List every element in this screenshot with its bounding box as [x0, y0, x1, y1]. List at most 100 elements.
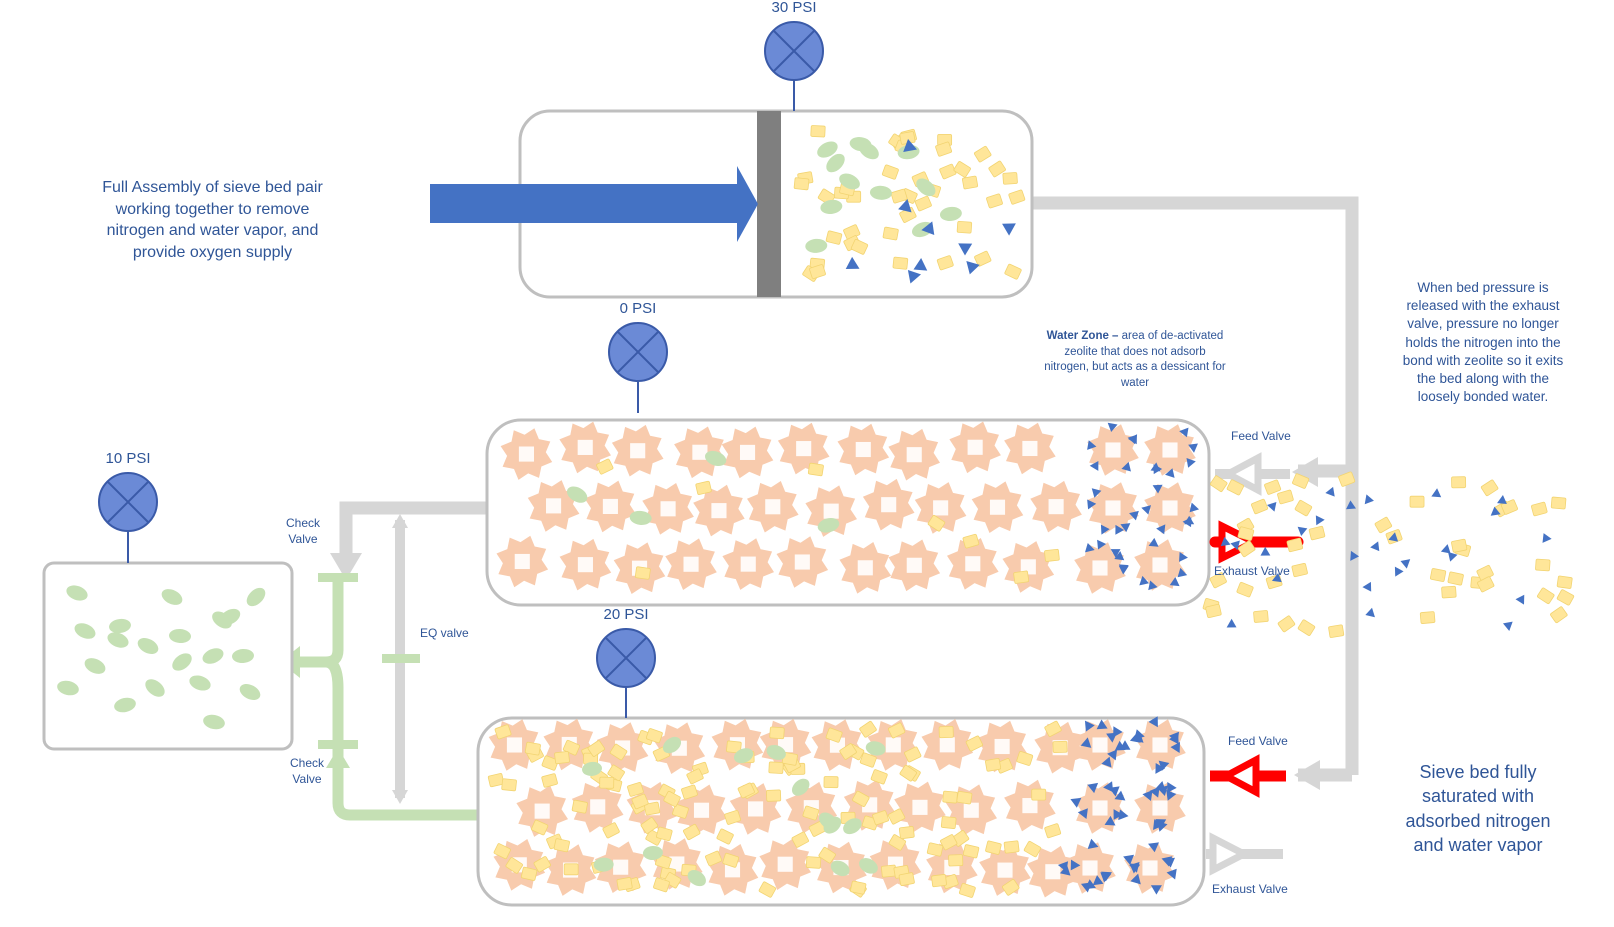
- water-molecule: [839, 743, 857, 760]
- nitrogen-molecule: [1113, 726, 1123, 738]
- oxygen-upper-pipe: [298, 578, 344, 668]
- nitrogen-molecule: [1365, 607, 1375, 618]
- zeolite-granule: [674, 426, 726, 479]
- nitrogen-molecule: [1156, 524, 1166, 535]
- nitrogen-molecule: [1148, 716, 1158, 728]
- zeolite-granule: [1030, 480, 1082, 533]
- water-molecule: [931, 874, 947, 888]
- zeolite-granule: [747, 481, 799, 533]
- nitrogen-molecule: [1118, 809, 1129, 821]
- exhaust-valve-bottom[interactable]: [1206, 832, 1283, 876]
- oxygen-molecule: [161, 589, 183, 605]
- water-molecule: [768, 761, 784, 774]
- nitrogen-molecule: [1220, 536, 1231, 547]
- pipe-arrow-feed-middle: [1292, 457, 1318, 487]
- zeolite-granule: [921, 719, 974, 771]
- nitrogen-molecule: [1087, 782, 1099, 794]
- water-molecule: [927, 514, 946, 532]
- oxygen-molecule: [566, 486, 588, 503]
- water-molecule: [505, 857, 523, 874]
- water-molecule: [974, 250, 992, 267]
- zeolite-pore: [794, 554, 810, 570]
- gauge-bottom-label: 20 PSI: [603, 606, 648, 623]
- zeolite-granule: [642, 483, 694, 535]
- zeolite-pore: [1045, 864, 1061, 880]
- oxygen-molecule: [593, 857, 614, 872]
- nitrogen-molecule: [1158, 760, 1170, 771]
- oxygen-molecule: [805, 238, 828, 253]
- gauge-oxygen: 10 PSI: [98, 450, 158, 563]
- nitrogen-molecule: [1121, 461, 1131, 472]
- zeolite-granule: [559, 538, 612, 591]
- oxygen-molecule: [84, 658, 106, 674]
- nitrogen-molecule: [1502, 621, 1513, 632]
- nitrogen-molecule: [1350, 550, 1360, 561]
- zeolite-granule: [559, 421, 611, 474]
- nitrogen-molecule: [1089, 461, 1099, 471]
- water-molecule: [986, 193, 1003, 209]
- water-molecule: [1409, 495, 1425, 508]
- eq-valve-bar: [382, 654, 420, 663]
- zeolite-granule: [914, 482, 967, 534]
- gauge-middle: 0 PSI: [608, 300, 668, 413]
- oxygen-molecule: [733, 748, 754, 764]
- water-molecule: [1251, 498, 1269, 515]
- oxygen-molecule: [662, 736, 682, 754]
- water-molecule: [1556, 575, 1573, 589]
- feed-valve-middle[interactable]: [1215, 452, 1290, 496]
- oxygen-molecule: [107, 632, 129, 648]
- water-molecule: [914, 195, 932, 212]
- water-molecule: [1277, 615, 1296, 633]
- oxygen-molecule: [830, 860, 850, 877]
- water-molecule: [663, 790, 681, 807]
- zeolite-pore: [602, 498, 618, 515]
- nitrogen-molecule: [1394, 566, 1404, 577]
- water-molecule: [892, 256, 909, 270]
- nitrogen-molecule: [958, 243, 973, 256]
- nitrogen-molecule: [1148, 537, 1159, 547]
- nitrogen-molecule: [1077, 808, 1088, 819]
- water-molecule: [1328, 624, 1345, 638]
- water-molecule: [904, 746, 922, 763]
- water-molecule: [942, 790, 958, 804]
- zeolite-pore: [855, 441, 871, 458]
- nitrogen-molecule: [1118, 564, 1129, 574]
- nitrogen-molecule: [1186, 458, 1196, 468]
- water-molecule: [524, 741, 541, 756]
- bottom-bed-outlet-pipe: [332, 765, 484, 821]
- water-molecule: [596, 458, 614, 475]
- water-molecule: [541, 755, 559, 771]
- nitrogen-molecule: [1148, 580, 1158, 591]
- feed-valve-bottom[interactable]: [1210, 754, 1286, 798]
- nitrogen-molecule: [1167, 781, 1177, 793]
- water-molecule: [1477, 576, 1495, 593]
- water-molecule: [898, 872, 915, 887]
- water-molecule: [859, 720, 877, 738]
- nitrogen-molecule: [1130, 873, 1141, 885]
- nitrogen-molecule: [1179, 552, 1188, 562]
- nitrogen-molecule: [1097, 539, 1107, 550]
- zeolite-granule: [776, 536, 829, 588]
- water-molecule: [881, 164, 899, 180]
- water-molecule: [1016, 751, 1034, 766]
- water-molecule: [1002, 879, 1020, 896]
- water-molecule: [726, 740, 742, 754]
- oxygen-molecule: [869, 185, 892, 200]
- zeolite-pore: [1152, 737, 1168, 753]
- zeolite-granule: [1087, 424, 1139, 476]
- water-molecule: [1205, 603, 1222, 619]
- water-molecule: [935, 141, 953, 157]
- water-molecule: [882, 226, 899, 241]
- zeolite-pore: [939, 737, 955, 753]
- water-molecule: [1451, 538, 1468, 553]
- water-molecule: [938, 725, 954, 739]
- nitrogen-molecule: [1169, 577, 1180, 587]
- oxygen-molecule: [246, 587, 266, 607]
- nitrogen-molecule: [1155, 763, 1166, 774]
- oxygen-molecule: [74, 623, 96, 639]
- water-molecule: [1480, 479, 1499, 497]
- nitrogen-molecule: [1260, 546, 1271, 556]
- water-molecule: [724, 809, 741, 825]
- oxygen-molecule: [172, 653, 192, 671]
- middle-bed-contents: [496, 421, 1200, 594]
